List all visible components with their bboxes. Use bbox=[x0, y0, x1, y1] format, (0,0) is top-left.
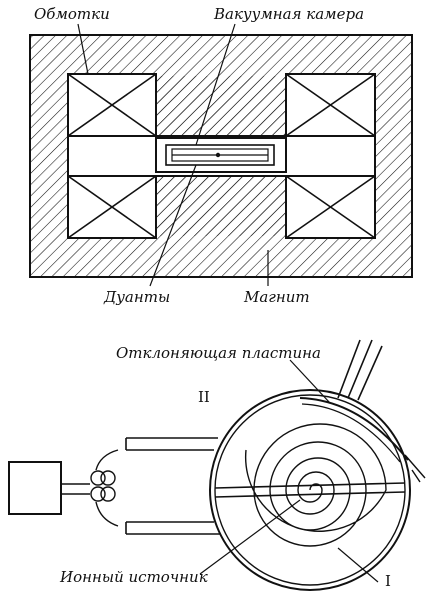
leader-ion-source bbox=[199, 499, 301, 575]
label-dee-one: I bbox=[385, 572, 391, 590]
label-windings: Обмотки bbox=[34, 5, 110, 23]
leader-windings bbox=[77, 23, 89, 75]
winding-top-left bbox=[67, 73, 157, 137]
leader-deflecting-plate bbox=[289, 359, 331, 404]
chamber-outer bbox=[209, 389, 411, 591]
deflecting-plate bbox=[299, 397, 409, 461]
label-dees: Дуанты bbox=[103, 288, 170, 306]
ion-source-box bbox=[8, 461, 62, 515]
label-vacuum-chamber: Вакуумная камера bbox=[213, 5, 364, 23]
leader-dees bbox=[149, 164, 197, 287]
pole-piece-bottom bbox=[156, 176, 286, 236]
label-deflecting-plate: Отклоняющая пластина bbox=[116, 344, 321, 362]
leader-dee-one bbox=[337, 547, 379, 583]
winding-top-right bbox=[285, 73, 376, 137]
label-dee-two: II bbox=[198, 388, 210, 406]
plate-stem-3 bbox=[357, 345, 383, 401]
dee-gap bbox=[214, 482, 406, 498]
label-magnet: Магнит bbox=[243, 288, 310, 306]
magnet-cross-section: Обмотки Вакуумная камера Дуанты Магнит bbox=[29, 5, 413, 306]
ion-source-coil bbox=[90, 449, 119, 527]
plate-stem-2 bbox=[347, 339, 373, 399]
winding-bottom-left bbox=[67, 175, 157, 239]
leader-vacuum-chamber bbox=[195, 23, 236, 146]
ion-spiral bbox=[244, 423, 387, 547]
center-point bbox=[215, 152, 221, 158]
feed-lines bbox=[125, 437, 220, 535]
label-ion-source: Ионный источник bbox=[59, 568, 208, 586]
chamber-inner bbox=[214, 394, 406, 586]
winding-bottom-right bbox=[285, 175, 376, 239]
plate-stem-1 bbox=[337, 339, 361, 399]
vacuum-chamber bbox=[155, 137, 287, 173]
pole-piece-top bbox=[156, 76, 286, 136]
beam-exit bbox=[404, 454, 426, 483]
deflecting-plate-inner bbox=[301, 403, 401, 463]
cyclotron-top-view: Отклоняющая пластина II I Ионный источни… bbox=[8, 339, 426, 591]
